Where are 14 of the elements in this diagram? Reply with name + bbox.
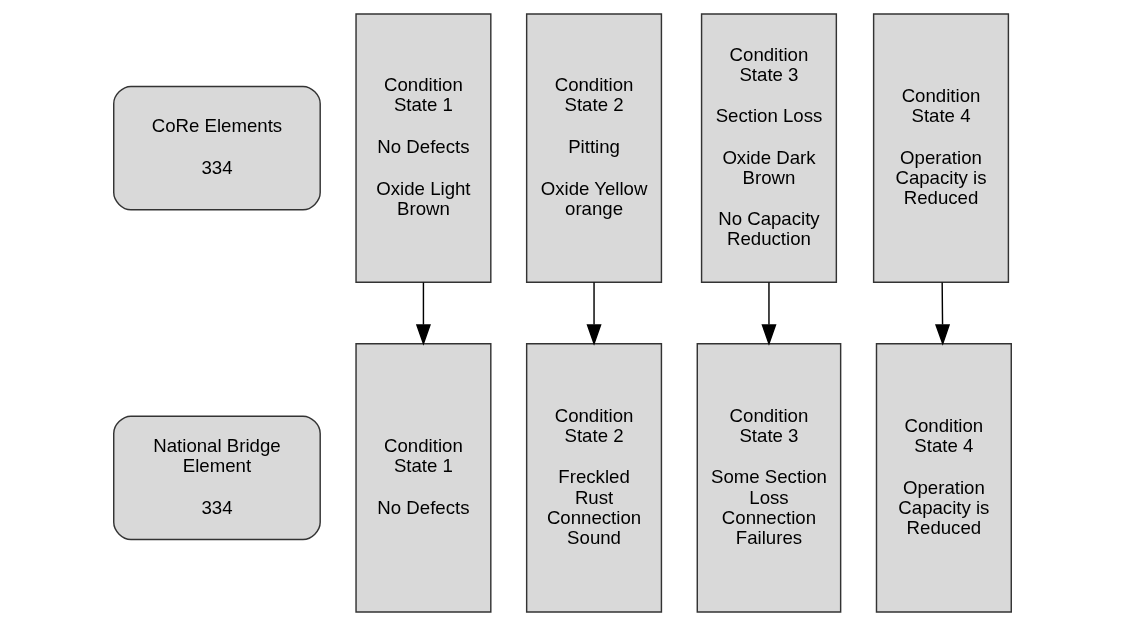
node-box: Condition State 1 No Defects bbox=[355, 343, 492, 613]
node-box: Condition State 3 Section Loss Oxide Dark Brown No Capacity Reduction bbox=[700, 13, 838, 283]
node-box: Condition State 2 Pitting Oxide Yellow orange bbox=[525, 13, 663, 283]
node-box: Condition State 4 Operation Capacity is Reduced bbox=[872, 13, 1010, 283]
node-box: Condition State 4 Operation Capacity is Reduced bbox=[875, 343, 1012, 613]
node-box: National Bridge Element 334 bbox=[113, 415, 321, 541]
arrow bbox=[761, 281, 777, 346]
node-box: Condition State 2 Freckled Rust Connection Sound bbox=[525, 343, 663, 613]
node-box: Condition State 1 No Defects Oxide Light Brown bbox=[355, 13, 492, 283]
node-box: CoRe Elements 334 bbox=[113, 85, 321, 211]
arrow bbox=[415, 281, 431, 346]
node-box: Condition State 3 Some Section Loss Connection Failures bbox=[696, 343, 842, 613]
arrow bbox=[935, 281, 951, 346]
arrow bbox=[586, 281, 602, 346]
